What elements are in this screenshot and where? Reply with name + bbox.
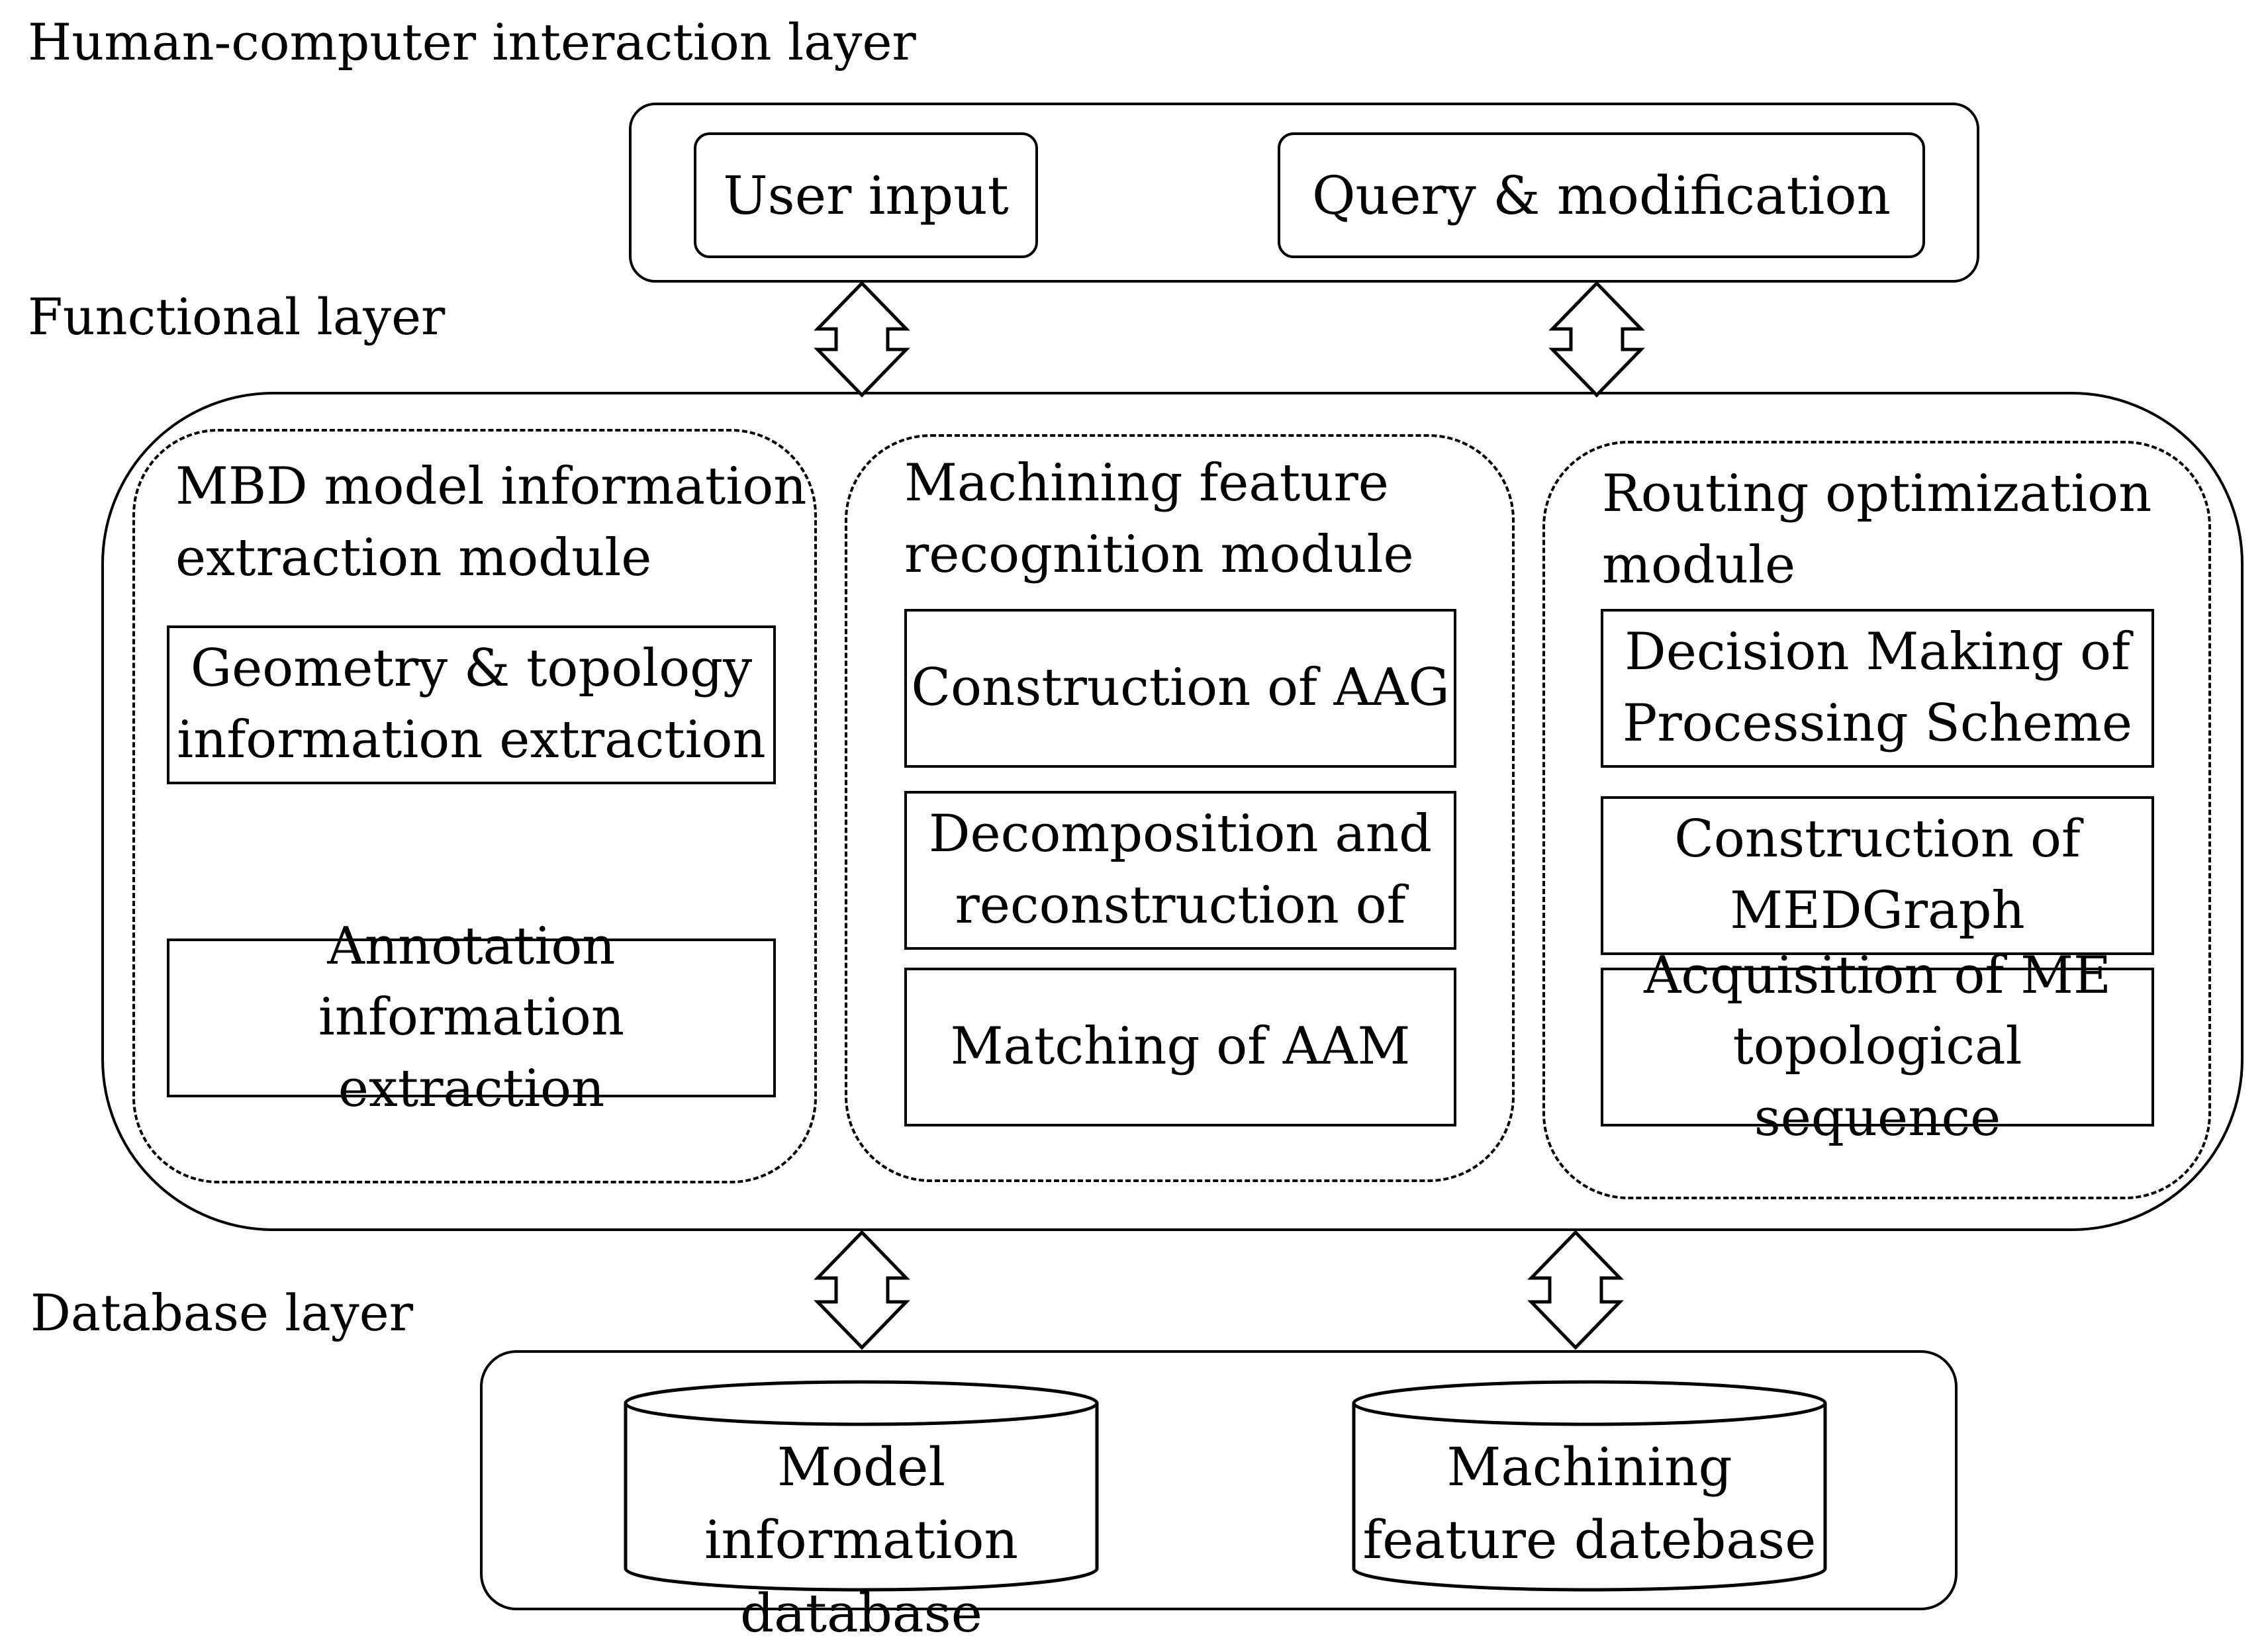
query-modification-box: Query & modification: [1278, 132, 1925, 258]
routing-module-title-line1: Routing optimization: [1602, 464, 2152, 524]
user-input-label: User input: [723, 164, 1009, 226]
feature-db-top: [1352, 1380, 1827, 1426]
routing-module-title: Routing optimization module: [1602, 459, 2151, 601]
geometry-topology-extraction-box: Geometry & topology information extracti…: [167, 625, 776, 784]
annotation-extraction-box: Annotation information extraction: [167, 917, 776, 1119]
construction-aag-label: Construction of AAG: [911, 658, 1450, 718]
arrow-functional-feature-db: [1527, 1230, 1624, 1350]
mbd-module-title-line1: MBD model information: [175, 457, 807, 516]
arrow-user-input-functional: [814, 281, 910, 398]
decision-making-line1: Decision Making of: [1625, 622, 2130, 682]
model-info-db-line2: database: [739, 1582, 983, 1644]
routing-optimization-module: [1542, 441, 2211, 1199]
construction-medgraph-box: Construction of MEDGraph: [1601, 796, 2154, 955]
feature-recognition-module: [845, 434, 1515, 1182]
mfr-module-title-line1: Machining feature: [904, 453, 1389, 513]
user-input-box: User input: [694, 132, 1038, 258]
decomposition-line1: Decomposition and: [928, 804, 1433, 864]
model-info-db-line1: Model information: [704, 1436, 1019, 1571]
arrow-functional-model-db: [814, 1230, 910, 1350]
model-info-db-top: [624, 1380, 1099, 1426]
decomposition-reconstruction-box: Decomposition and reconstruction of: [904, 791, 1456, 950]
feature-db-line1: Machining: [1446, 1436, 1732, 1498]
decision-making-box: Decision Making of Processing Scheme: [1601, 609, 2154, 768]
feature-db-label: Machining feature datebase: [1354, 1431, 1825, 1577]
decision-making-line2: Processing Scheme: [1622, 694, 2133, 753]
mbd-module-title-line2: extraction module: [175, 527, 652, 588]
geometry-topology-line2: information extraction: [177, 710, 766, 770]
annotation-extraction-line1: Annotation information: [318, 916, 625, 1048]
annotation-extraction-line2: extraction: [338, 1058, 605, 1119]
hci-layer-label: Human-computer interaction layer: [28, 13, 916, 71]
matching-aam-label: Matching of AAM: [950, 1017, 1411, 1077]
feature-db-line2: feature datebase: [1362, 1509, 1817, 1571]
matching-aam-box: Matching of AAM: [904, 968, 1456, 1126]
database-layer-label: Database layer: [30, 1283, 414, 1342]
mbd-module-title: MBD model information extraction module: [175, 451, 807, 594]
geometry-topology-line1: Geometry & topology: [190, 639, 753, 699]
mfr-module-title-line2: recognition module: [904, 524, 1414, 584]
functional-layer-label: Functional layer: [28, 287, 446, 346]
mfr-module-title: Machining feature recognition module: [904, 448, 1414, 590]
routing-module-title-line2: module: [1602, 535, 1796, 595]
construction-medgraph-line1: Construction of: [1674, 809, 2081, 870]
mbd-extraction-module: [132, 429, 817, 1183]
feature-db-cylinder: [1352, 1403, 1827, 1592]
acquisition-sequence-line2: topological sequence: [1732, 1017, 2022, 1148]
acquisition-sequence-box: Acquisition of ME topological sequence: [1601, 946, 2154, 1148]
acquisition-sequence-line1: Acquisition of ME: [1644, 945, 2111, 1005]
construction-aag-box: Construction of AAG: [904, 609, 1456, 768]
query-modification-label: Query & modification: [1311, 164, 1891, 226]
model-info-db-label: Model information database: [626, 1431, 1097, 1650]
decomposition-line2: reconstruction of: [955, 876, 1406, 935]
construction-medgraph-line2: MEDGraph: [1730, 881, 2025, 940]
arrow-query-functional: [1548, 281, 1645, 398]
model-info-db-cylinder: [624, 1403, 1099, 1592]
